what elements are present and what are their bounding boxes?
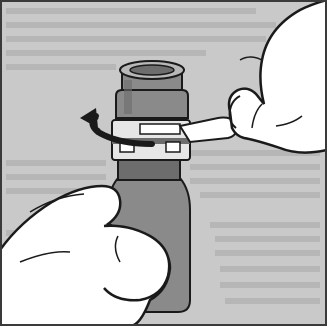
vial-cap-icon	[116, 61, 188, 118]
